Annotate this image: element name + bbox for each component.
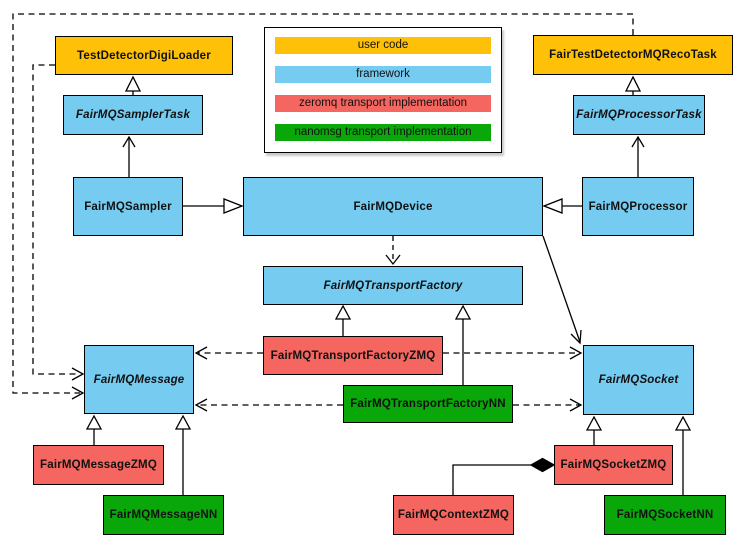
node-fairmqsampler: FairMQSampler xyxy=(73,177,183,236)
legend-item-framework: framework xyxy=(275,66,491,83)
edge-factorynn-socket xyxy=(513,398,583,412)
edge-processortask-recotask xyxy=(624,75,642,95)
node-fairmqsocketzmq: FairMQSocketZMQ xyxy=(554,445,673,485)
edge-processor-processortask xyxy=(631,135,645,177)
node-fairmqmessage: FairMQMessage xyxy=(84,345,194,414)
edge-factoryzmq-socket xyxy=(443,346,583,360)
node-fairmqsocket: FairMQSocket xyxy=(583,345,694,415)
node-fairmqprocessor: FairMQProcessor xyxy=(582,177,694,236)
edge-factorynn-message xyxy=(194,398,343,412)
edge-digiloader-message xyxy=(32,64,85,381)
node-fairmqcontextzmq: FairMQContextZMQ xyxy=(393,495,514,535)
edge-factoryzmq-message xyxy=(194,346,263,360)
edge-factorynn-transportfactory xyxy=(454,304,472,385)
edge-recotask-message xyxy=(12,13,634,400)
node-fairtestdetectormqrecotask: FairTestDetectorMQRecoTask xyxy=(533,35,733,75)
edge-samplertask-digiloader xyxy=(124,75,142,95)
edge-socketzmq-socket xyxy=(585,415,603,445)
node-fairmqdevice: FairMQDevice xyxy=(243,177,543,236)
edge-device-transportfactory xyxy=(385,236,401,266)
node-fairmqmessagezmq: FairMQMessageZMQ xyxy=(33,445,164,485)
edge-sampler-device xyxy=(183,198,244,214)
edge-messagenn-message xyxy=(174,414,192,495)
node-fairmqtransportfactoryzmq: FairMQTransportFactoryZMQ xyxy=(263,336,443,375)
node-testdetectordigiloader: TestDetectorDigiLoader xyxy=(55,36,233,75)
edge-messagezmq-message xyxy=(85,414,103,445)
node-fairmqsamplertask: FairMQSamplerTask xyxy=(63,95,203,135)
edge-contextzmq-socketzmq xyxy=(452,457,556,495)
node-fairmqprocessortask: FairMQProcessorTask xyxy=(573,95,705,135)
edge-sampler-samplertask xyxy=(122,135,136,177)
legend-item-zeromq: zeromq transport implementation xyxy=(275,95,491,112)
node-fairmqtransportfactorynn: FairMQTransportFactoryNN xyxy=(343,385,513,423)
edge-device-socket xyxy=(542,235,582,345)
edge-socketnn-socket xyxy=(674,415,692,495)
node-fairmqsocketnn: FairMQSocketNN xyxy=(604,495,726,535)
legend: user code framework zeromq transport imp… xyxy=(264,27,502,153)
edge-processor-device xyxy=(542,198,582,214)
node-fairmqmessagenn: FairMQMessageNN xyxy=(103,495,224,535)
legend-item-user-code: user code xyxy=(275,37,491,54)
legend-item-nanomsg: nanomsg transport implementation xyxy=(275,124,491,141)
edge-factoryzmq-transportfactory xyxy=(334,304,352,336)
node-fairmqtransportfactory: FairMQTransportFactory xyxy=(263,266,523,305)
